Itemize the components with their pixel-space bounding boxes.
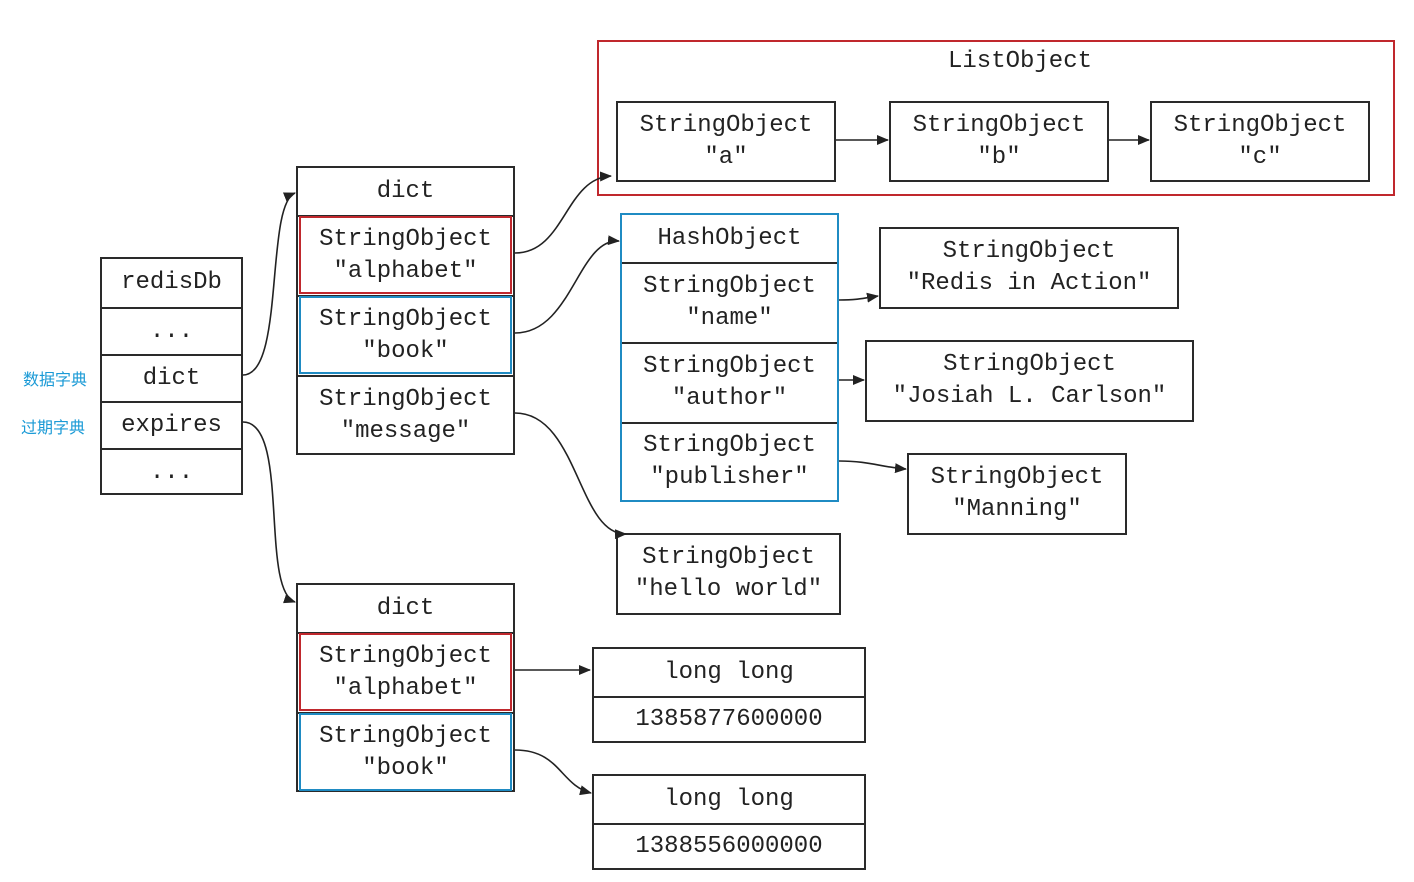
hash-field-name: StringObject"name"	[622, 262, 837, 342]
arrow-dict-to-main-dict	[242, 192, 296, 376]
expire-value-alphabet: long long 1385877600000	[592, 647, 866, 743]
redisdb-ellipsis-bottom: ...	[102, 448, 241, 495]
key-book: StringObject"book"	[298, 295, 513, 375]
hash-object: HashObject StringObject"name" StringObje…	[620, 213, 839, 502]
message-value-content: StringObject"hello world"	[634, 544, 823, 603]
data-dict-label: 数据字典	[23, 370, 88, 389]
list-object-title: ListObject	[947, 48, 1093, 75]
hash-object-header: HashObject	[657, 224, 802, 252]
expires-dict: dict StringObject"alphabet" StringObject…	[296, 583, 515, 792]
arrow-book-to-expire	[514, 749, 592, 796]
list-item-a: StringObject"a"	[616, 101, 836, 182]
expire-value-book-number: 1388556000000	[594, 823, 864, 868]
expires-dict-header: dict	[376, 594, 435, 622]
key-message: StringObject"message"	[298, 375, 513, 455]
hash-value-title-content: StringObject"Redis in Action"	[906, 238, 1152, 297]
redisdb-title: redisDb	[121, 269, 222, 296]
hash-field-author: StringObject"author"	[622, 342, 837, 422]
redisdb-expires-field: expires	[102, 401, 241, 448]
hash-value-publisher: StringObject"Manning"	[907, 453, 1127, 535]
list-object-frame	[597, 40, 1395, 196]
expire-value-book: long long 1388556000000	[592, 774, 866, 870]
arrow-message-to-hello	[514, 412, 627, 540]
arrow-publisher-to-value	[838, 460, 907, 474]
arrow-book-to-hash	[514, 235, 620, 334]
list-item-a-content: StringObject"a"	[639, 111, 813, 171]
hash-value-title: StringObject"Redis in Action"	[879, 227, 1179, 309]
redisdb-dict-field: dict	[102, 354, 241, 401]
expire-dict-label: 过期字典	[21, 418, 86, 437]
hash-value-author: StringObject"Josiah L. Carlson"	[865, 340, 1194, 422]
expires-key-alphabet: StringObject"alphabet"	[298, 632, 513, 712]
main-dict: dict StringObject"alphabet" StringObject…	[296, 166, 515, 455]
redisdb-ellipsis-top: ...	[102, 307, 241, 354]
arrow-name-to-value	[838, 292, 879, 303]
hash-value-publisher-content: StringObject"Manning"	[930, 464, 1104, 523]
list-item-c-content: StringObject"c"	[1173, 111, 1347, 171]
main-dict-header: dict	[376, 177, 435, 205]
hash-value-author-content: StringObject"Josiah L. Carlson"	[892, 351, 1167, 410]
expire-value-alphabet-type: long long	[664, 658, 794, 686]
expire-value-alphabet-number: 1385877600000	[594, 696, 864, 741]
message-value: StringObject"hello world"	[616, 533, 841, 615]
arrow-expires-to-expires-dict	[242, 421, 296, 604]
key-alphabet: StringObject"alphabet"	[298, 215, 513, 295]
list-item-c: StringObject"c"	[1150, 101, 1370, 182]
hash-field-publisher: StringObject"publisher"	[622, 422, 837, 500]
list-item-b-content: StringObject"b"	[912, 111, 1086, 171]
redisdb-struct: redisDb ... dict expires ...	[100, 257, 243, 495]
list-item-b: StringObject"b"	[889, 101, 1109, 182]
expires-key-book: StringObject"book"	[298, 712, 513, 792]
expire-value-book-type: long long	[664, 785, 794, 813]
